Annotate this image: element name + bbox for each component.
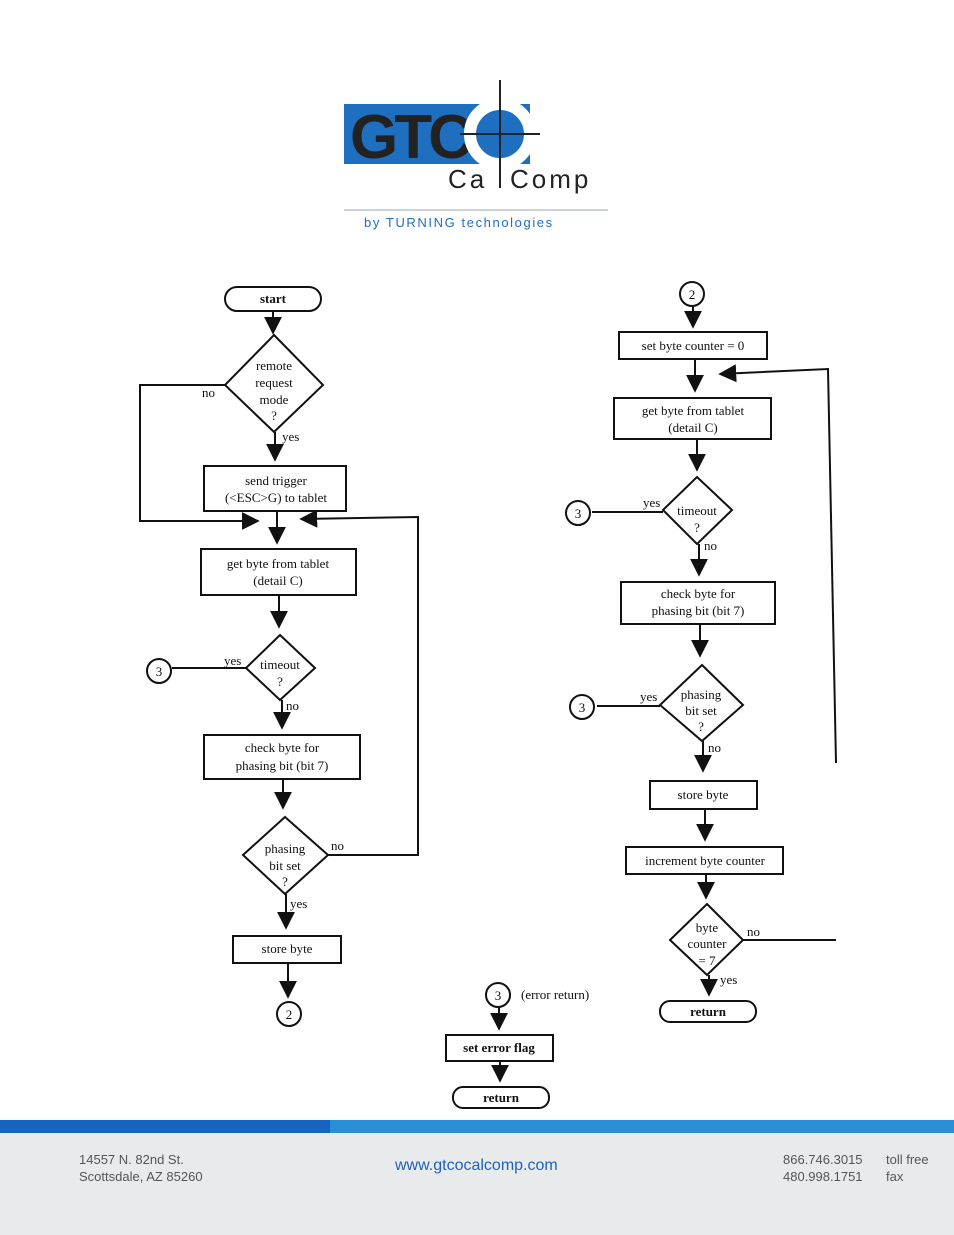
phasing-left-no-label: no <box>331 838 344 853</box>
set-counter-box <box>618 331 768 360</box>
check-left-label-2: phasing bit (bit 7) <box>236 758 329 773</box>
timeout-right-label-1: timeout <box>677 503 717 518</box>
phone-2-label: fax <box>886 1169 904 1184</box>
footer-address: 14557 N. 82nd St. Scottsdale, AZ 85260 <box>79 1151 203 1185</box>
phasing-left-yes-label: yes <box>290 896 307 911</box>
return-right-label: return <box>690 1004 727 1019</box>
phasing-right-label-1: phasing <box>681 687 722 702</box>
connector-3-left-label: 3 <box>156 664 163 679</box>
address-line-2: Scottsdale, AZ 85260 <box>79 1169 203 1184</box>
svg-text:by TURNING technologies: by TURNING technologies <box>364 215 554 230</box>
address-line-1: 14557 N. 82nd St. <box>79 1152 184 1167</box>
counter-decision <box>668 902 745 977</box>
return-terminal-right <box>659 1000 757 1023</box>
phasing-left-label-2: bit set <box>269 858 301 873</box>
connector-2-left <box>276 1001 302 1027</box>
getbyte-right-label-2: (detail C) <box>668 420 717 435</box>
store-left-label: store byte <box>262 941 313 956</box>
connector-3-middle <box>485 982 511 1008</box>
connector-3-right-b <box>569 694 595 720</box>
phasing-right-label-2: bit set <box>685 703 717 718</box>
remote-label-3: mode <box>260 392 289 407</box>
store-byte-box-right <box>649 780 758 810</box>
phone-2: 480.998.1751 <box>783 1169 863 1184</box>
start-label: start <box>260 291 287 306</box>
remote-label-1: remote <box>256 358 292 373</box>
phasing-right-label-3: ? <box>698 719 704 734</box>
increment-box <box>625 846 784 875</box>
gtco-calcomp-logo: GTC Ca Comp by TURNING technologies <box>344 80 608 230</box>
flowchart: start remote request mode ? no yes send … <box>139 281 837 1109</box>
phasing-left-label-3: ? <box>282 874 288 889</box>
footer: 14557 N. 82nd St. Scottsdale, AZ 85260 w… <box>0 1133 954 1235</box>
set-error-box <box>445 1034 554 1062</box>
connector-3-left <box>146 658 172 684</box>
timeout-right-label-2: ? <box>694 520 700 535</box>
timeout-right-no-label: no <box>704 538 717 553</box>
phone-1: 866.746.3015 <box>783 1152 863 1167</box>
timeout-right-yes-label: yes <box>643 495 660 510</box>
phasing-left-label-1: phasing <box>265 841 306 856</box>
remote-label-2: request <box>255 375 293 390</box>
check-byte-box-right <box>620 581 776 625</box>
timeout-left-no-label: no <box>286 698 299 713</box>
get-byte-box-left <box>200 548 357 596</box>
timeout-decision-left <box>244 633 317 702</box>
counter-no-label: no <box>747 924 760 939</box>
svg-text:GTC: GTC <box>350 103 472 172</box>
set-error-label: set error flag <box>463 1040 535 1055</box>
connector-3-middle-label: 3 <box>495 988 502 1003</box>
get-byte-box-right <box>613 397 772 440</box>
phasing-right-no-label: no <box>708 740 721 755</box>
phone-1-label: toll free <box>886 1152 929 1167</box>
store-right-label: store byte <box>678 787 729 802</box>
timeout-decision-right <box>661 475 734 546</box>
check-left-label-1: check byte for <box>245 740 320 755</box>
connector-2-right <box>679 281 705 307</box>
trigger-label-1: send trigger <box>245 473 307 488</box>
counter-yes-label: yes <box>720 972 737 987</box>
set-counter-label: set byte counter = 0 <box>642 338 745 353</box>
counter-label-1: byte <box>696 920 719 935</box>
check-right-label-1: check byte for <box>661 586 736 601</box>
connector-2-right-label: 2 <box>689 287 696 302</box>
increment-label: increment byte counter <box>645 853 766 868</box>
return-terminal-middle <box>452 1086 550 1109</box>
footer-phone-labels: toll free fax <box>886 1151 929 1185</box>
connector-3-right-a <box>565 500 591 526</box>
remote-label-4: ? <box>271 408 277 423</box>
counter-label-3: = 7 <box>698 953 716 968</box>
remote-no-label: no <box>202 385 215 400</box>
return-middle-label: return <box>483 1090 520 1105</box>
remote-yes-label: yes <box>282 429 299 444</box>
getbyte-left-label-1: get byte from tablet <box>227 556 330 571</box>
counter-label-2: counter <box>688 936 728 951</box>
send-trigger-box <box>203 465 347 512</box>
footer-website-link[interactable]: www.gtcocalcomp.com <box>395 1157 558 1174</box>
phasing-right-yes-label: yes <box>640 689 657 704</box>
check-byte-box-left <box>203 734 361 780</box>
timeout-left-label-2: ? <box>277 674 283 689</box>
getbyte-left-label-2: (detail C) <box>253 573 302 588</box>
timeout-left-yes-label: yes <box>224 653 241 668</box>
svg-text:Ca: Ca <box>448 164 487 194</box>
check-right-label-2: phasing bit (bit 7) <box>652 603 745 618</box>
connector-2-left-label: 2 <box>286 1007 293 1022</box>
trigger-label-2: (<ESC>G) to tablet <box>225 490 327 505</box>
connector-3-right-b-label: 3 <box>579 700 586 715</box>
footer-bar-dark <box>0 1120 330 1133</box>
error-return-label: (error return) <box>521 987 589 1002</box>
footer-bar-light <box>330 1120 954 1133</box>
getbyte-right-label-1: get byte from tablet <box>642 403 745 418</box>
footer-phones: 866.746.3015 480.998.1751 <box>783 1151 863 1185</box>
timeout-left-label-1: timeout <box>260 657 300 672</box>
svg-text:Comp: Comp <box>510 164 591 194</box>
connector-3-right-a-label: 3 <box>575 506 582 521</box>
